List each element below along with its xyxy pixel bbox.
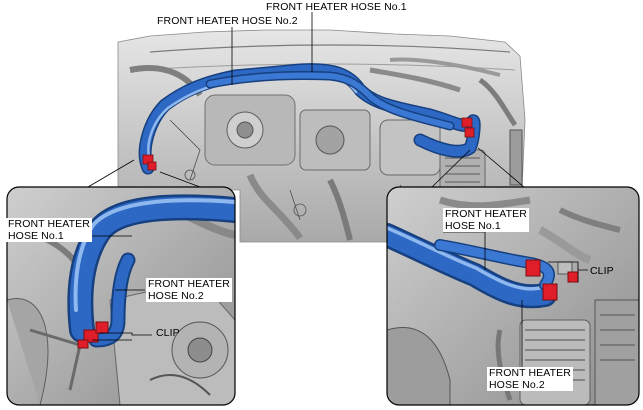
right-inset-leaders (443, 231, 588, 368)
right-inset-frame (386, 186, 640, 406)
label-right-front-heater-hose-no1: FRONT HEATER HOSE No.1 (443, 208, 529, 232)
label-top-front-heater-hose-no1: FRONT HEATER HOSE No.1 (266, 1, 407, 13)
left-detail-inset (7, 187, 235, 405)
inset-connectors (87, 147, 525, 188)
label-right-clip: CLIP (590, 265, 614, 277)
label-left-clip: CLIP (156, 327, 180, 339)
label-left-front-heater-hose-no1: FRONT HEATER HOSE No.1 (6, 218, 92, 242)
label-top-front-heater-hose-no2: FRONT HEATER HOSE No.2 (157, 15, 298, 27)
label-right-front-heater-hose-no2: FRONT HEATER HOSE No.2 (487, 367, 573, 391)
label-left-front-heater-hose-no2: FRONT HEATER HOSE No.2 (146, 278, 232, 302)
top-leader-lines (231, 12, 313, 85)
left-inset-frame (6, 186, 236, 406)
left-inset-leaders (88, 235, 152, 341)
